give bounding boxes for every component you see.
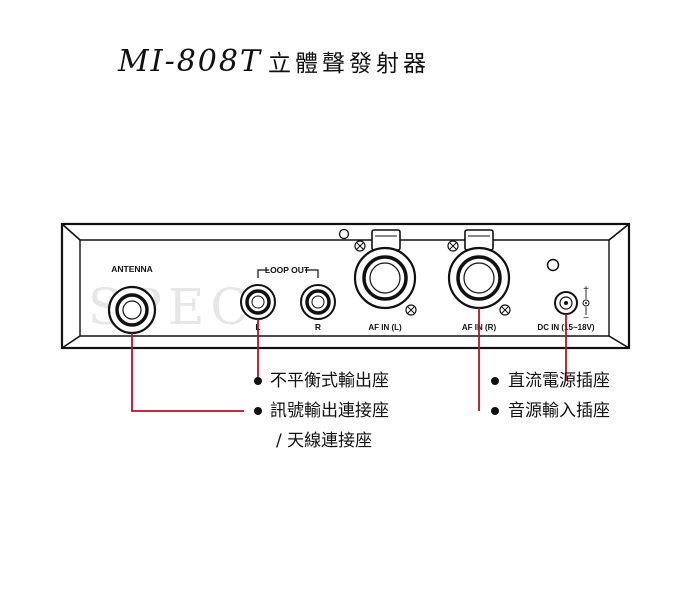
callout-audio-in: 音源輸入插座 — [508, 401, 610, 421]
af-in-right-xlr — [447, 229, 511, 316]
dc-in-jack — [554, 290, 590, 315]
af-in-left-label: AF IN (L) — [368, 323, 402, 332]
product-name: 立體聲發射器 — [267, 51, 430, 77]
bullet-dc-jack — [491, 377, 499, 385]
af-in-left-xlr — [353, 229, 417, 316]
dc-minus-symbol: − — [583, 313, 589, 324]
loop-right-label: R — [315, 322, 321, 332]
leader-lines — [131, 308, 567, 412]
bullet-audio-in — [491, 407, 499, 415]
antenna-connector — [107, 285, 157, 335]
rear-panel — [60, 222, 631, 350]
loop-out-label: LOOP OUT — [265, 265, 310, 275]
callout-signal-out: 訊號輸出連接座 — [270, 401, 389, 421]
power-led — [546, 258, 560, 272]
leader-signal-out — [131, 333, 244, 412]
bullet-signal-out — [254, 407, 262, 415]
antenna-label: ANTENNA — [111, 264, 153, 274]
panel-screw — [338, 228, 350, 240]
dc-plus-symbol: + — [583, 284, 589, 295]
model-number: MI-808T — [118, 44, 262, 79]
callout-antenna-connector: / 天線連接座 — [276, 431, 373, 451]
loop-out-bracket — [257, 269, 319, 278]
callout-unbalanced-out: 不平衡式輸出座 — [270, 371, 389, 391]
loop-out-left-jack — [240, 284, 276, 320]
bullet-unbalanced-out — [254, 377, 262, 385]
callout-dc-jack: 直流電源插座 — [508, 371, 610, 391]
loop-out-right-jack — [300, 284, 336, 320]
